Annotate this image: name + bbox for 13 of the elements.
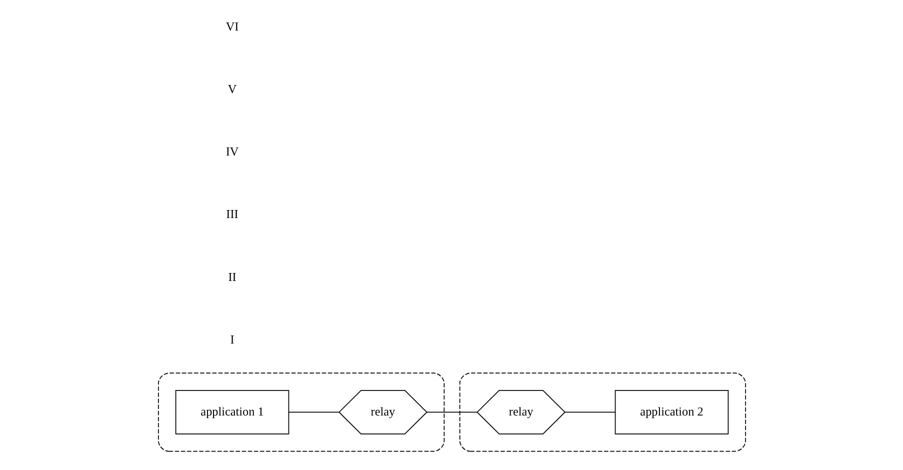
label: I <box>230 332 234 346</box>
label: IV <box>225 144 238 159</box>
cluster <box>458 372 746 452</box>
label: II <box>228 270 236 284</box>
label: III <box>226 207 238 222</box>
cluster <box>158 372 444 452</box>
connector <box>288 412 339 413</box>
connector <box>426 412 478 413</box>
node-box: application 2 <box>614 390 728 434</box>
label: V <box>227 82 236 96</box>
node-box: application 1 <box>174 390 289 434</box>
label: VI <box>225 20 238 34</box>
connector <box>564 412 616 413</box>
